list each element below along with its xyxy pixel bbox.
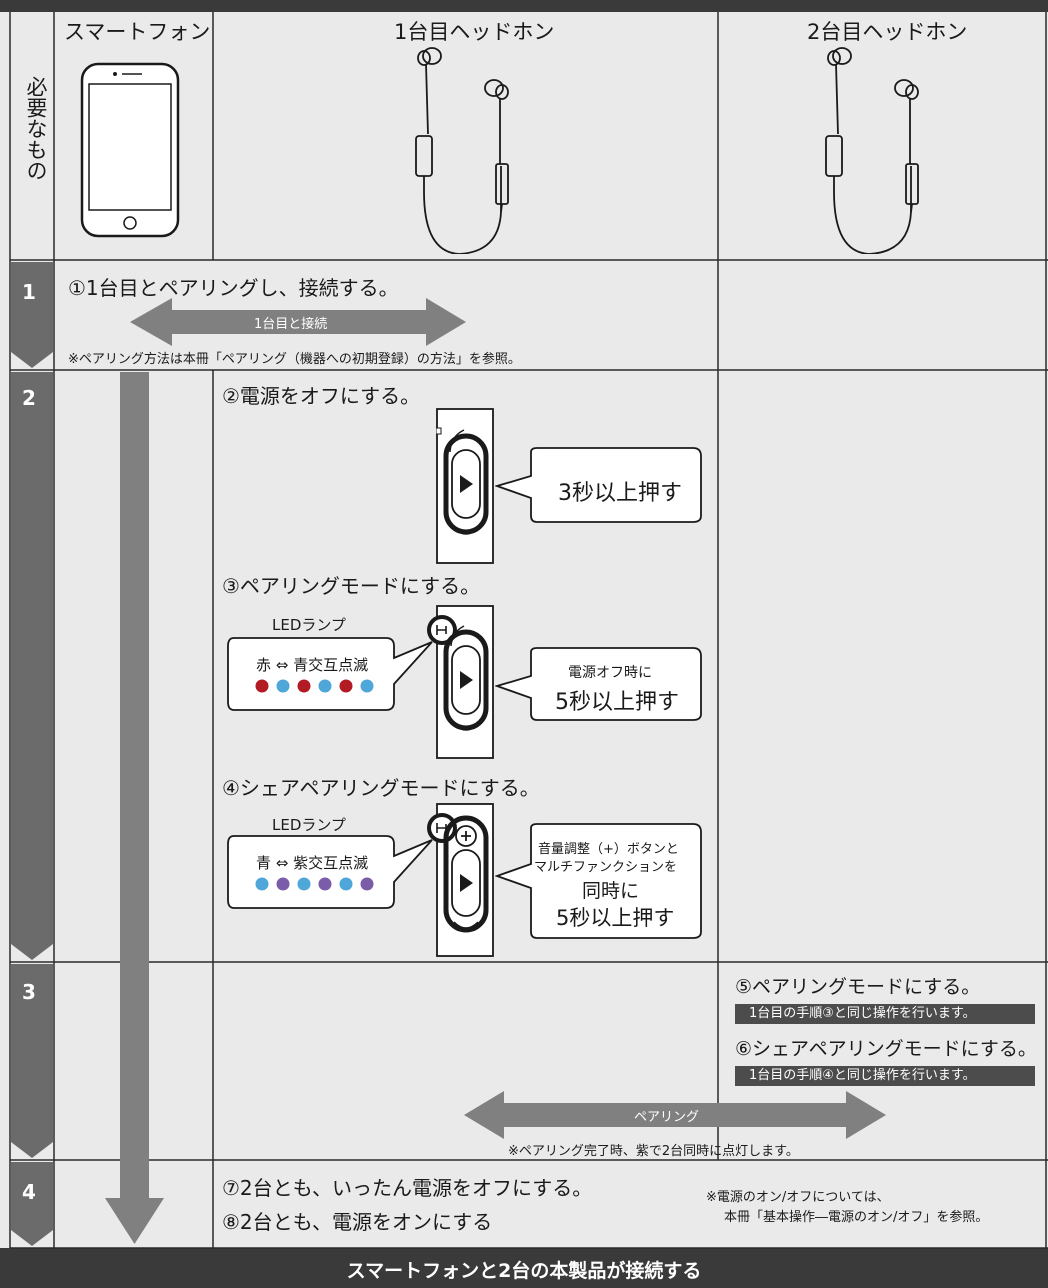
step3-note: ※ペアリング完了時、紫で2台同時に点灯します。 bbox=[508, 1144, 799, 1159]
led-title-b: LEDランプ bbox=[272, 616, 346, 634]
step4-text-a: ⑦2台とも、いったん電源をオフにする。 bbox=[222, 1176, 593, 1200]
step-chevrons bbox=[11, 262, 53, 1246]
remote-control-icon bbox=[427, 605, 494, 759]
led-icon bbox=[255, 679, 374, 693]
step3-box-b: 1台目の手順④と同じ操作を行います。 bbox=[735, 1066, 1035, 1086]
step1-arrow-label: 1台目と接続 bbox=[254, 317, 328, 332]
step-number-2: 2 bbox=[22, 386, 36, 410]
bubble-b-line1: 電源オフ時に bbox=[568, 665, 652, 681]
footer-bar bbox=[0, 1248, 1048, 1288]
double-arrow-icon bbox=[130, 298, 466, 346]
remote-control-icon bbox=[436, 408, 494, 564]
step3-box-a: 1台目の手順③と同じ操作を行います。 bbox=[735, 1004, 1035, 1024]
column-header-smartphone: スマートフォン bbox=[64, 20, 211, 44]
bubble-hold-3s: 3秒以上押す bbox=[558, 481, 682, 506]
speech-bubble bbox=[495, 823, 702, 939]
step3-text-b: ⑥シェアペアリングモードにする。 bbox=[735, 1038, 1037, 1060]
step4-text-b: ⑧2台とも、電源をオンにする bbox=[222, 1210, 493, 1234]
smartphone-icon bbox=[80, 62, 180, 238]
led-callout-b bbox=[227, 637, 433, 711]
led-text-c: 青 ⇔ 紫交互点滅 bbox=[256, 854, 369, 872]
led-text-b: 赤 ⇔ 青交互点滅 bbox=[256, 656, 369, 674]
required-items-label: 必要なもの bbox=[24, 76, 48, 181]
earphones-icon bbox=[825, 47, 919, 254]
bubble-c-line1: 音量調整（+）ボタンと bbox=[538, 842, 679, 857]
step2-text-c: ④シェアペアリングモードにする。 bbox=[222, 776, 540, 800]
led-callout-c bbox=[227, 835, 433, 909]
column-header-headphone2: 2台目ヘッドホン bbox=[807, 20, 968, 44]
step-number-4: 4 bbox=[22, 1180, 36, 1204]
bubble-c-line3: 同時に bbox=[582, 880, 640, 902]
step3-arrow-label: ペアリング bbox=[634, 1110, 700, 1125]
step1-note: ※ペアリング方法は本冊「ペアリング（機器への初期登録）の方法」を参照。 bbox=[68, 352, 521, 367]
step4-note-line2: 本冊「基本操作―電源のオン/オフ」を参照。 bbox=[724, 1210, 989, 1225]
step1-text: ①1台目とペアリングし、接続する。 bbox=[68, 276, 399, 300]
bubble-b-line2: 5秒以上押す bbox=[555, 690, 679, 715]
step2-text-b: ③ペアリングモードにする。 bbox=[222, 574, 481, 598]
double-arrow-icon bbox=[464, 1091, 886, 1139]
step3-text-a: ⑤ペアリングモードにする。 bbox=[735, 976, 981, 998]
down-arrow-icon bbox=[105, 372, 164, 1244]
speech-bubble bbox=[495, 647, 702, 721]
column-header-headphone1: 1台目ヘッドホン bbox=[394, 20, 555, 44]
bubble-c-line2: マルチファンクションを bbox=[534, 860, 678, 875]
remote-control-icon bbox=[427, 803, 494, 957]
step4-note-line1: ※電源のオン/オフについては、 bbox=[706, 1190, 890, 1205]
led-title-c: LEDランプ bbox=[272, 816, 346, 834]
speech-bubble bbox=[495, 447, 702, 523]
footer-result: スマートフォンと2台の本製品が接続する bbox=[346, 1260, 702, 1282]
step-number-1: 1 bbox=[22, 280, 36, 304]
step2-text-a: ②電源をオフにする。 bbox=[222, 384, 421, 408]
led-icon bbox=[255, 877, 374, 891]
earphones-icon bbox=[415, 47, 509, 254]
step-number-3: 3 bbox=[22, 980, 36, 1004]
bubble-c-line4: 5秒以上押す bbox=[556, 906, 675, 930]
